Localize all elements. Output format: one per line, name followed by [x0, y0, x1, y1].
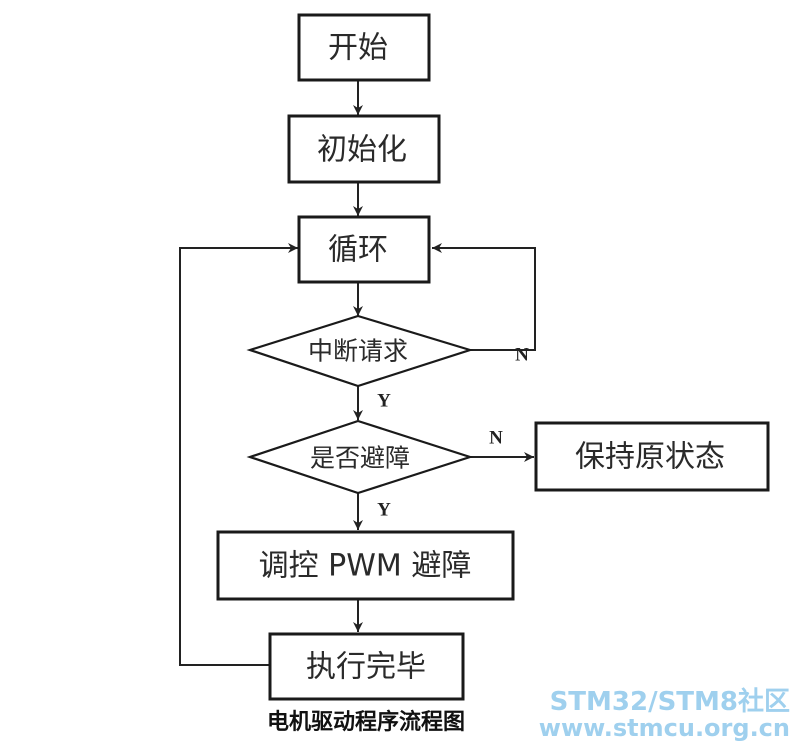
watermark-url: www.stmcu.org.cn	[539, 714, 790, 742]
node-keep-state-label: 保持原状态	[575, 440, 725, 475]
label-obstacle-yes: Y	[377, 500, 391, 521]
watermark-title: STM32/STM8社区	[550, 686, 790, 717]
label-obstacle-no: N	[489, 428, 503, 449]
node-obstacle-label: 是否避障	[310, 444, 410, 473]
node-interrupt-decision: 中断请求	[246, 314, 474, 388]
node-done: 执行完毕	[268, 632, 465, 701]
label-interrupt-no: N	[515, 345, 529, 366]
node-keep-state: 保持原状态	[534, 421, 770, 492]
diagram-caption: 电机驱动程序流程图	[267, 709, 465, 735]
node-loop-label: 循环	[328, 233, 388, 268]
node-pwm-label: 调控 PWM 避障	[259, 549, 472, 584]
node-obstacle-decision: 是否避障	[246, 419, 474, 495]
node-init: 初始化	[287, 114, 441, 184]
edge-done-loop	[179, 243, 298, 666]
label-interrupt-yes: Y	[377, 391, 391, 412]
node-start: 开始	[297, 13, 431, 82]
node-init-label: 初始化	[317, 133, 407, 168]
node-loop: 循环	[297, 215, 431, 284]
edge-interrupt-no-loop	[432, 243, 536, 351]
node-interrupt-label: 中断请求	[308, 337, 408, 366]
node-pwm: 调控 PWM 避障	[216, 530, 515, 601]
connectors	[179, 80, 536, 666]
node-start-label: 开始	[328, 31, 388, 66]
node-done-label: 执行完毕	[306, 650, 426, 685]
